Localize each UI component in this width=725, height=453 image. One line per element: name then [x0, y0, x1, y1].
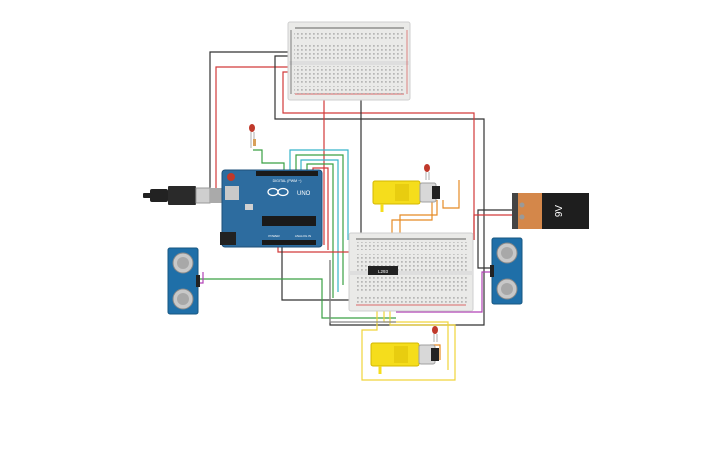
ultrasonic-sensor-icon[interactable] [490, 237, 523, 305]
arduino-power-label: POWER [268, 234, 280, 238]
atmega-chip [262, 216, 316, 226]
wire-purple[interactable] [396, 271, 492, 313]
arduino-header-label: DIGITAL (PWM ~) [273, 179, 302, 183]
breadboard-bottom[interactable]: L293 [348, 232, 474, 312]
wire-black[interactable] [477, 209, 512, 269]
breadboard-top[interactable] [287, 21, 411, 101]
wire-orange[interactable] [442, 180, 460, 209]
driver-chip-label: L293 [378, 269, 389, 274]
dc-motor-icon[interactable] [370, 342, 439, 374]
usb-cable-icon[interactable] [143, 186, 224, 205]
wire-black[interactable] [209, 51, 292, 196]
wire-green[interactable] [197, 278, 396, 319]
wire-green[interactable] [295, 154, 344, 285]
wire-red[interactable] [282, 71, 475, 240]
wire-gray[interactable] [329, 260, 396, 323]
battery-9v-icon[interactable]: 9V [512, 193, 589, 229]
arduino-analog-label: ANALOG IN [295, 234, 311, 238]
reset-button[interactable] [227, 173, 235, 181]
arduino-model-label: UNO [297, 191, 311, 197]
wire-green[interactable] [306, 163, 334, 298]
wire-black[interactable] [274, 55, 485, 326]
wire-cyan[interactable] [289, 149, 349, 240]
motor-driver-chip[interactable]: L293 [368, 266, 398, 275]
wire-red[interactable] [312, 167, 329, 250]
dc-motor-icon[interactable] [372, 180, 440, 212]
arduino-uno-board[interactable]: DIGITAL (PWM ~) UNO POWER ANALOG IN [220, 169, 323, 248]
wire-cyan[interactable] [300, 159, 339, 292]
led-icon[interactable] [432, 326, 438, 342]
led-icon[interactable] [424, 164, 430, 180]
arduino-infinity-icon [267, 187, 289, 197]
resistor-icon [253, 139, 256, 146]
wire-black[interactable] [281, 244, 352, 301]
ultrasonic-sensor-icon[interactable] [167, 247, 200, 315]
wire-red[interactable] [473, 214, 512, 240]
led-icon[interactable] [249, 124, 256, 148]
wire-green[interactable] [253, 149, 285, 170]
battery-label: 9V [554, 205, 565, 218]
wire-red[interactable] [215, 66, 292, 196]
wire-yellow[interactable] [361, 300, 456, 381]
